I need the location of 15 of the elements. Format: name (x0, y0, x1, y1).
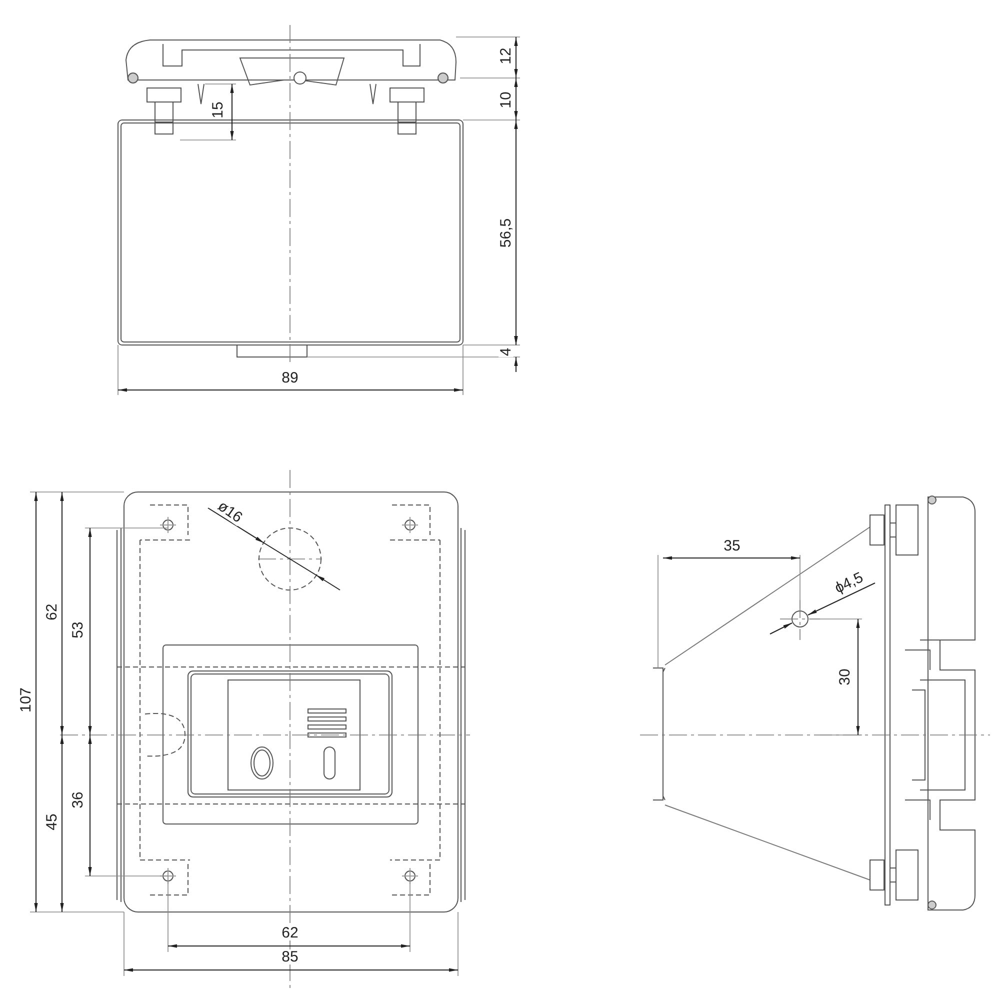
dimension-value: 62 (44, 602, 60, 622)
dimension-value: 56,5 (498, 217, 514, 249)
dimension-value: 89 (280, 370, 300, 386)
dimension-value: 53 (70, 620, 86, 640)
dimension-value: 107 (18, 686, 34, 714)
dimension-value: 10 (498, 90, 514, 110)
dimension-value: 36 (70, 790, 86, 810)
dimension-value: 45 (44, 812, 60, 832)
dimension-value: 15 (210, 100, 226, 120)
dimension-value: 30 (838, 668, 852, 686)
dimension-value: 4 (498, 346, 514, 358)
dimension-value: 85 (280, 950, 300, 964)
dimension-value: 12 (498, 46, 514, 66)
dimension-value: 35 (722, 538, 742, 554)
dimension-value: 62 (280, 926, 300, 940)
